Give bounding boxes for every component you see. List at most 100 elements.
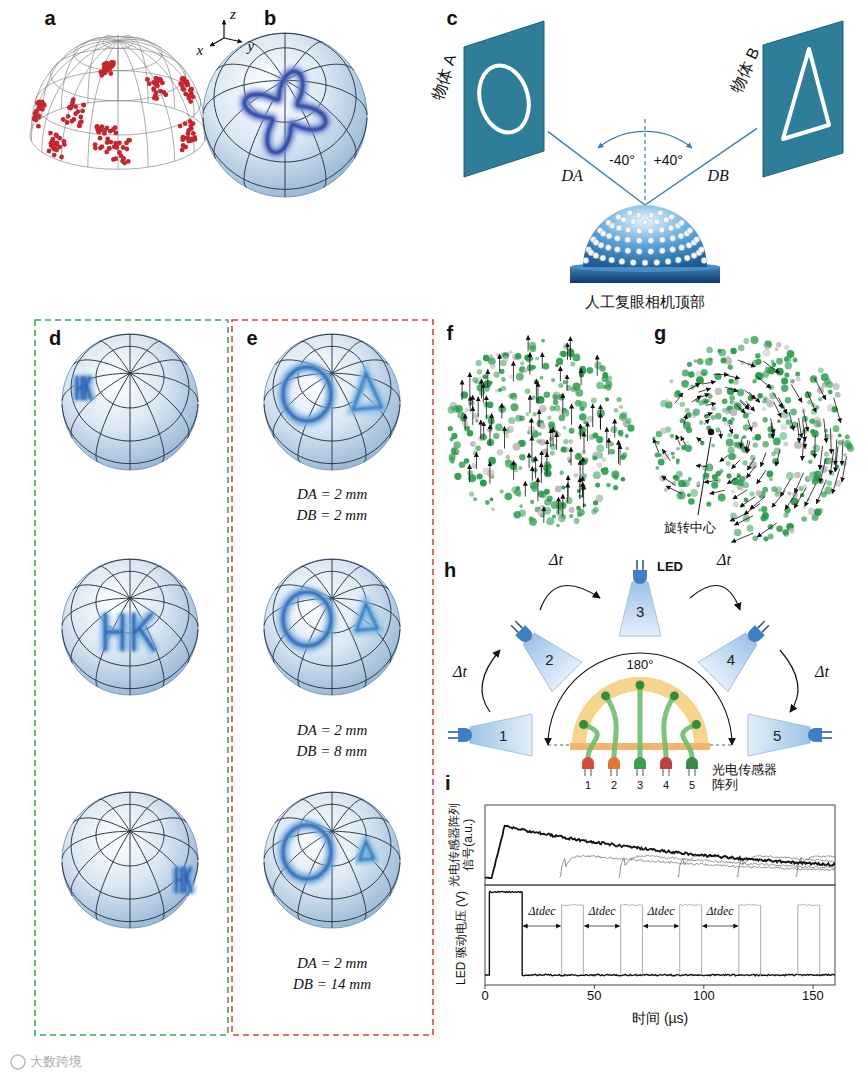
- flow-arrow: [730, 513, 748, 522]
- annotation: 4: [663, 779, 669, 792]
- lead: [591, 768, 592, 776]
- feature-dot: [569, 428, 575, 434]
- grid-line: [88, 36, 118, 103]
- flow-arrow: [567, 483, 568, 503]
- ommatidium-dot: [100, 144, 105, 149]
- flow-arrow: [570, 337, 571, 360]
- ommatidium-dot: [188, 119, 193, 124]
- node-shape: [745, 712, 835, 758]
- feature-dot: [696, 481, 700, 485]
- grid-line: [130, 566, 161, 598]
- led-icon: [498, 608, 581, 691]
- ommatidium-dot: [183, 121, 188, 126]
- grid-line: [130, 373, 198, 402]
- flow-arrow: [773, 393, 783, 408]
- ommatidium-dot: [191, 131, 196, 136]
- edge-label: Δt: [813, 663, 831, 681]
- feature-dot: [490, 498, 494, 502]
- ommatidium-dot: [62, 139, 67, 144]
- flow-arrow: [740, 497, 755, 508]
- edge-label: Δt: [715, 551, 733, 569]
- feature-dot: [762, 417, 767, 422]
- feature-dot: [845, 435, 850, 440]
- grid-line: [130, 341, 161, 373]
- feature-dot: [516, 373, 524, 381]
- ommatidium: [593, 253, 599, 259]
- ommatidium: [609, 257, 615, 263]
- feature-dot: [706, 347, 712, 353]
- flow-arrow: [592, 404, 593, 427]
- feature-dot: [596, 445, 604, 453]
- ommatidium-dot: [52, 140, 57, 145]
- ommatidium: [678, 233, 684, 239]
- grid-line: [31, 41, 118, 129]
- annotation: +40°: [654, 152, 683, 168]
- feature-dot: [559, 415, 565, 421]
- compound-eye-camera: 人工复眼相机顶部: [560, 205, 730, 317]
- feature-dot: [702, 465, 708, 471]
- flow-arrow: [814, 378, 826, 400]
- ommatidium: [606, 233, 612, 239]
- interval-arrow: [703, 926, 738, 927]
- image-blob: [105, 613, 154, 651]
- feature-dot: [786, 419, 792, 425]
- flow-arrow: [835, 446, 838, 472]
- led-lead: [762, 625, 769, 632]
- ticks: [485, 985, 813, 989]
- ommatidium-dot: [145, 77, 150, 82]
- feature-dot: [676, 447, 680, 451]
- feature-dot: [787, 491, 791, 495]
- feature-dot: [465, 408, 469, 412]
- ommatidium: [600, 255, 606, 261]
- feature-dot: [671, 452, 675, 456]
- flow-arrow: [546, 453, 547, 476]
- feature-dot: [813, 420, 821, 428]
- image-blob: [283, 592, 331, 646]
- flow-arrow: [537, 478, 538, 502]
- node-label: 人工复眼相机顶部: [585, 293, 705, 310]
- annotation: DA = 2 mm: [297, 486, 367, 503]
- ommatidium: [669, 214, 675, 220]
- feature-dot: [815, 405, 820, 410]
- feature-dot: [781, 385, 788, 392]
- annotation: 旋转中心: [664, 521, 716, 536]
- ommatidium-dot: [81, 103, 86, 108]
- feature-dot: [721, 358, 727, 364]
- feature-dot: [579, 413, 587, 421]
- feature-dot: [454, 441, 461, 448]
- flow-arrow: [486, 396, 487, 419]
- feature-dot: [551, 378, 555, 382]
- ommatidium: [675, 257, 681, 263]
- ommatidium: [609, 223, 615, 229]
- grid-line: [118, 40, 194, 118]
- flow-arrow: [696, 466, 708, 467]
- signal-traces: [485, 826, 835, 976]
- flow-arrow: [830, 449, 834, 475]
- image-blob: [77, 376, 91, 400]
- feature-dot: [477, 369, 482, 374]
- annotation: 180°: [627, 658, 654, 673]
- ommatidium-dot: [36, 124, 41, 129]
- feature-dot: [473, 497, 477, 501]
- flow-arrow: [758, 377, 772, 388]
- feature-dot: [722, 417, 727, 422]
- axis-line: [223, 20, 224, 38]
- feature-dot: [711, 406, 716, 411]
- feature-dot: [843, 453, 847, 457]
- fiber-cap: [670, 691, 679, 700]
- flow-arrow: [780, 479, 791, 497]
- grid-line: [130, 585, 187, 598]
- feature-dot: [753, 442, 758, 447]
- flow-arrow: [581, 368, 582, 385]
- feature-dot: [790, 379, 794, 383]
- ommatidium: [616, 225, 622, 231]
- flow-arrow: [791, 384, 802, 402]
- flow-arrow: [525, 481, 526, 496]
- flow-arrow: [757, 523, 777, 537]
- node-label: 物体 A: [428, 52, 460, 103]
- flow-arrow: [692, 396, 702, 402]
- watermark: 大数跨境: [30, 1055, 82, 1070]
- edge-label: DA: [560, 167, 585, 185]
- flow-arrow: [541, 463, 542, 483]
- feature-dot: [550, 406, 556, 412]
